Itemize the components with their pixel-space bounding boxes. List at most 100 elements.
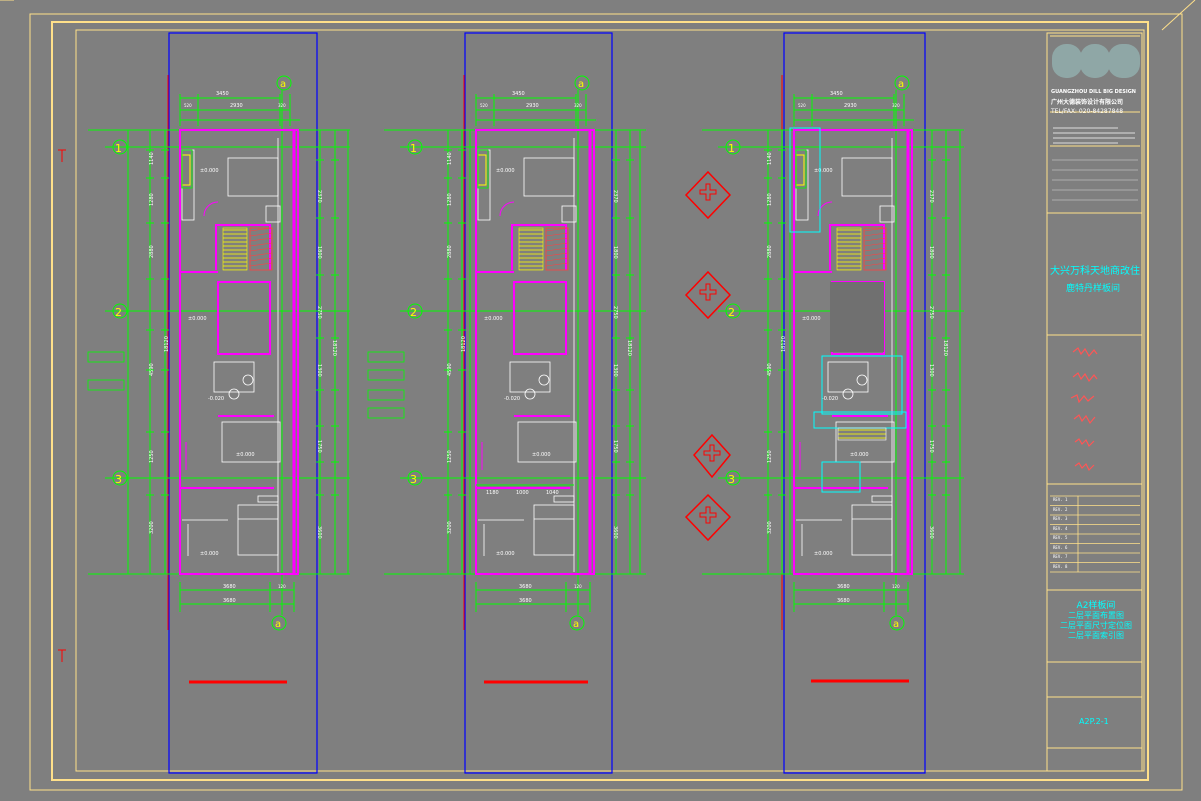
drawing-title-line-4: 二层平面索引图 <box>1068 631 1124 640</box>
drawing-title-line-1: A2样板间 <box>1076 601 1116 611</box>
dim-mid-1: 1180 <box>486 490 499 496</box>
stair-flight-red <box>249 227 273 271</box>
dim-right-5: 1750 <box>316 440 322 453</box>
toilet <box>538 374 550 386</box>
axis-label-top: a <box>280 79 286 90</box>
level-mark-4: ±0.000 <box>532 452 551 458</box>
dim-bottom-a: 3680 <box>519 584 532 590</box>
door-swings <box>799 201 833 470</box>
level-mark-1: ±0.000 <box>496 168 515 174</box>
firm-notes <box>1053 127 1135 144</box>
exterior-wall <box>179 129 299 575</box>
level-mark-5: ±0.000 <box>200 551 219 557</box>
dim-bottom-c: 3680 <box>837 598 850 604</box>
dim-bottom-c: 3680 <box>519 598 532 604</box>
bed-upper <box>227 157 279 197</box>
stair-flight-yellow <box>518 227 544 271</box>
kitchen-counter <box>477 154 487 186</box>
interior-lines <box>477 138 577 572</box>
axis-label-bottom: a <box>275 619 281 630</box>
level-mark-2: ±0.000 <box>484 316 503 322</box>
row-axis-label-3: 3 <box>115 473 122 486</box>
row-axis-label-3: 3 <box>410 473 417 486</box>
dim-right-4: 1300 <box>316 364 322 377</box>
bench <box>517 421 577 463</box>
dim-left-6: 3200 <box>767 521 773 534</box>
dim-top-overall: 3450 <box>830 91 843 97</box>
level-mark-3: -0.020 <box>208 396 224 402</box>
dim-top-mid: 2930 <box>844 103 857 109</box>
kitchen-counter <box>795 154 805 186</box>
dim-right-5: 1750 <box>612 440 618 453</box>
bed-upper <box>841 157 893 197</box>
index-diamond-2 <box>684 270 732 320</box>
firm-stamp-grid <box>1052 159 1138 201</box>
dim-bottom-b: 120 <box>574 584 582 589</box>
dim-right-3: 2750 <box>316 306 322 319</box>
dim-left-1: 1140 <box>767 152 773 165</box>
basin <box>842 388 854 400</box>
dim-right-overall: 18120 <box>942 340 948 356</box>
dim-top-right: 320 <box>278 103 286 108</box>
dim-right-overall: 18120 <box>626 340 632 356</box>
title-block <box>1046 32 1143 772</box>
axis-bubble-top <box>276 75 292 91</box>
dim-right-2: 1800 <box>316 246 322 259</box>
index-diamond-4 <box>684 493 732 542</box>
dim-top-left: 520 <box>798 103 806 108</box>
firm-name-en: GUANGZHOU DILL BIG DESIGN <box>1051 89 1136 95</box>
bedroom-fill <box>830 282 884 352</box>
revision-row-2: REV. 2 <box>1053 506 1068 512</box>
exterior-wall <box>793 129 913 575</box>
dim-left-2: 1280 <box>767 193 773 206</box>
dim-top-right: 320 <box>892 103 900 108</box>
level-mark-5: ±0.000 <box>814 551 833 557</box>
drawing-title-line-3: 二层平面尺寸定位图 <box>1060 621 1132 630</box>
bench-slats <box>837 427 887 441</box>
row-axis-bubble-2 <box>725 303 741 319</box>
dimension-lines <box>384 90 646 615</box>
walls <box>793 129 913 575</box>
row-axis-bubble-2 <box>407 303 423 319</box>
revision-row-1: REV. 1 <box>1053 497 1068 502</box>
level-mark-4: ±0.000 <box>236 452 255 458</box>
bed-lower <box>533 504 575 556</box>
axis-label-top: a <box>578 79 584 90</box>
dim-right-6: 3600 <box>316 526 322 539</box>
drawing-number: A2P.2-1 <box>1079 717 1109 726</box>
bathroom <box>827 361 869 393</box>
row-axis-bubble-3 <box>407 470 423 486</box>
level-marks: ±0.000±0.000-0.020±0.000±0.000 <box>188 168 255 557</box>
toilet <box>242 374 254 386</box>
level-marks: ±0.000±0.000-0.020±0.000±0.000 <box>484 168 551 557</box>
bench <box>221 421 281 463</box>
dim-right-2: 1800 <box>612 246 618 259</box>
dim-right-5: 1750 <box>928 440 934 453</box>
row-axis-label-1: 1 <box>115 142 122 155</box>
dim-right-6: 3600 <box>928 526 934 539</box>
dim-left-6: 3200 <box>149 521 155 534</box>
dim-left-4: 4590 <box>447 363 453 376</box>
dim-right-1: 2370 <box>612 190 618 203</box>
dim-bottom-b: 120 <box>892 584 900 589</box>
bed-lower <box>851 504 893 556</box>
bathroom <box>213 361 255 393</box>
drawing-title-line-2: 二层平面布置图 <box>1068 611 1124 620</box>
dim-left-overall: 18120 <box>164 336 170 352</box>
stair-flight-yellow <box>222 227 248 271</box>
bed-lower <box>237 504 279 556</box>
dim-left-6: 3200 <box>447 521 453 534</box>
revision-row-3: REV. 3 <box>1053 516 1068 521</box>
level-mark-5: ±0.000 <box>496 551 515 557</box>
dim-left-2: 1280 <box>447 193 453 206</box>
dim-bottom-a: 3680 <box>223 584 236 590</box>
dim-top-overall: 3450 <box>512 91 525 97</box>
